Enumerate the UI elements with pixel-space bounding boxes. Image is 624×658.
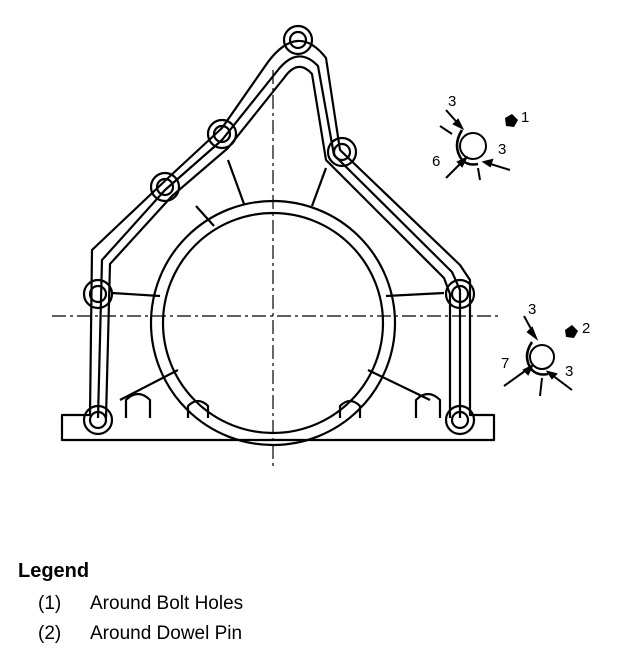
legend-item: (1) Around Bolt Holes <box>38 589 243 619</box>
callout-bolt-hole <box>439 109 511 181</box>
legend-item-text: Around Dowel Pin <box>90 623 243 644</box>
bolt-hole-bottom-left <box>88 410 108 430</box>
bolt-hole-mid-left <box>155 177 175 197</box>
legend-title: Legend <box>18 560 90 582</box>
sealant-application-diagram: 3 6 3 1 3 7 3 2 <box>52 24 590 470</box>
dowel-callout-top: 3 <box>528 301 536 318</box>
bolt-callout-right: 3 <box>498 141 506 158</box>
legend-item-number: (2) <box>38 623 62 644</box>
legend-item: (2) Around Dowel Pin <box>38 619 243 649</box>
bolt-callout-ref: 1 <box>521 109 529 126</box>
dowel-callout-side: 7 <box>501 355 509 372</box>
callout-dowel-pin <box>503 315 573 397</box>
housing-outline <box>60 39 496 442</box>
bolt-hole-upper-left <box>212 124 232 144</box>
gasket-path-outer <box>96 55 462 419</box>
sealant-bead-icon-1 <box>505 114 518 127</box>
dowel-callout-right: 3 <box>565 363 573 380</box>
bolt-hole-bottom-right <box>450 410 470 430</box>
dowel-callout-ref: 2 <box>582 320 590 337</box>
bolt-hole-left <box>88 284 108 304</box>
bolt-hole-top <box>288 30 308 50</box>
bolt-callout-side: 6 <box>432 153 440 170</box>
legend-item-text: Around Bolt Holes <box>90 593 244 614</box>
bolt-hole-right <box>450 284 470 304</box>
gasket-path-inner <box>104 65 452 419</box>
sealant-bead-icon-2 <box>565 325 578 338</box>
bolt-callout-top: 3 <box>448 93 456 110</box>
bolt-hole-upper-right <box>332 142 352 162</box>
legend: Legend (1) Around Bolt Holes (2) Around Do… <box>18 560 243 649</box>
legend-item-number: (1) <box>38 593 62 614</box>
